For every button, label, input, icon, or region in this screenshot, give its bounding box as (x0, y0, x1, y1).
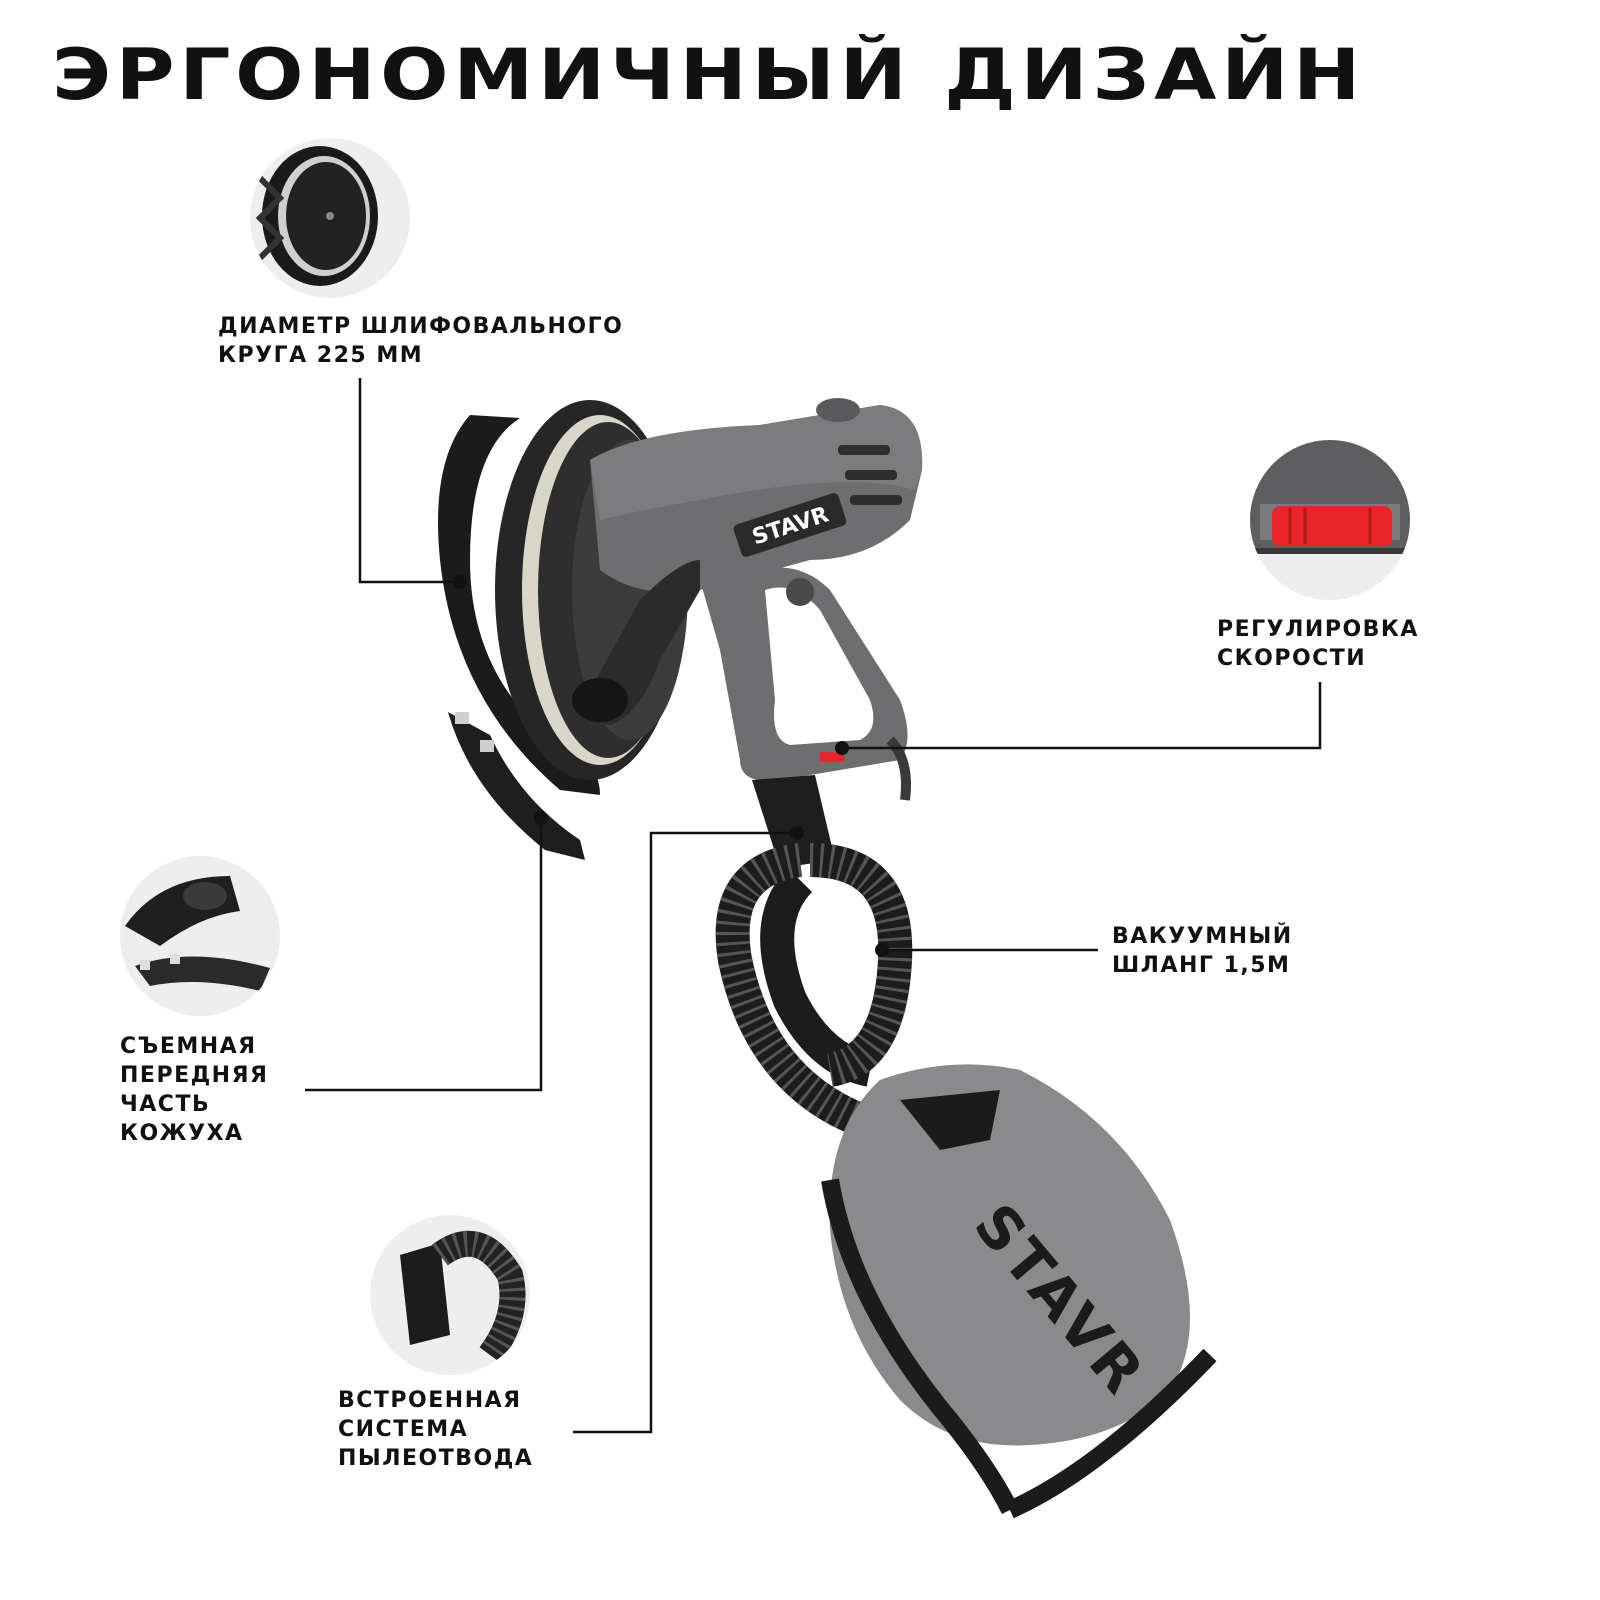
disc-detail-thumbnail (250, 138, 410, 298)
drywall-sander-illustration: STAVR STAVR (438, 398, 1217, 1519)
motor-body: STAVR (590, 398, 923, 593)
callout-disc-diameter: ДИАМЕТР ШЛИФОВАЛЬНОГО КРУГА 225 ММ (218, 312, 623, 370)
side-handle (572, 560, 700, 725)
dust-hose-icon (400, 1230, 526, 1363)
callout-line: ВСТРОЕННАЯ (338, 1388, 522, 1413)
speed-dial-thumbnail (1250, 440, 1410, 600)
cover-part-icon (125, 876, 270, 991)
callout-line: СИСТЕМА (338, 1417, 469, 1442)
callout-vacuum-hose: ВАКУУМНЫЙ ШЛАНГ 1,5М (1112, 922, 1293, 980)
callout-removable-cover: СЪЕМНАЯ ПЕРЕДНЯЯ ЧАСТЬ КОЖУХА (120, 1032, 268, 1148)
callout-line: КОЖУХА (120, 1121, 244, 1146)
dust-bag: STAVR (821, 1064, 1217, 1519)
callout-line: ДИАМЕТР ШЛИФОВАЛЬНОГО (218, 314, 624, 339)
callout-line: РЕГУЛИРОВКА (1217, 617, 1419, 642)
callout-line: СКОРОСТИ (1217, 646, 1367, 671)
callout-line: КРУГА 225 ММ (218, 343, 424, 368)
callout-line: ПЕРЕДНЯЯ (120, 1063, 269, 1088)
callout-speed-control: РЕГУЛИРОВКА СКОРОСТИ (1217, 615, 1419, 673)
speed-dial-icon (1250, 440, 1410, 600)
cover-detail-thumbnail (120, 856, 280, 1016)
vacuum-hose-ridges (715, 843, 913, 1136)
callout-line: ПЫЛЕОТВОДА (338, 1446, 534, 1471)
callout-dust-extraction: ВСТРОЕННАЯ СИСТЕМА ПЫЛЕОТВОДА (338, 1386, 533, 1473)
sanding-disc-icon (255, 146, 378, 286)
callout-line: ЧАСТЬ (120, 1092, 211, 1117)
callout-line: ВАКУУМНЫЙ (1112, 924, 1293, 949)
main-handle (700, 567, 911, 801)
page-title: ЭРГОНОМИЧНЫЙ ДИЗАЙН (52, 34, 1366, 116)
callout-line: СЪЕМНАЯ (120, 1034, 257, 1059)
dust-system-thumbnail (370, 1215, 530, 1375)
callout-line: ШЛАНГ 1,5М (1112, 953, 1291, 978)
removable-cover-part (448, 712, 585, 860)
